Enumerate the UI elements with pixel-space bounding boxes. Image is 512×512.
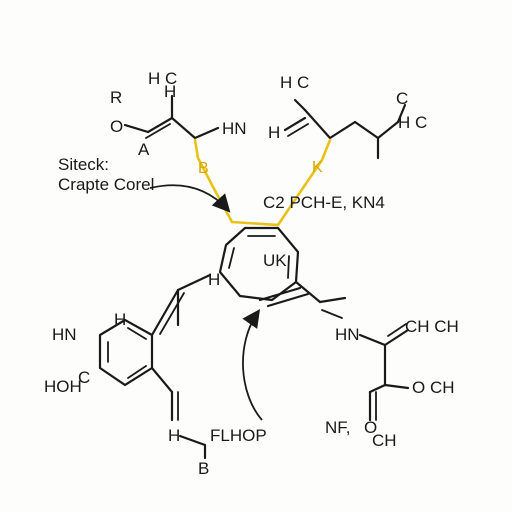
bond-br-7 [368, 383, 387, 394]
label-uk: UK [263, 251, 287, 270]
bond-o-a [123, 123, 150, 134]
label-h-center: H [208, 270, 220, 289]
bond-tr-3 [353, 120, 380, 140]
label-o: O [110, 117, 123, 136]
label-hc2-tr: H C [398, 113, 427, 132]
label-h-tl: H [164, 82, 176, 101]
bond-tr-4 [376, 120, 400, 140]
bond-down-3 [178, 434, 207, 447]
ring-exit-5 [321, 309, 343, 319]
annotation-line2: Crapte Corel [58, 175, 154, 194]
bond-ring-up [150, 288, 180, 337]
ring-exit-3 [294, 280, 322, 304]
label-hoh: HOH [44, 377, 82, 396]
fragment-bottom-left [98, 273, 212, 460]
ring-exit-4 [318, 296, 347, 304]
bond-to-hn [193, 126, 220, 140]
label-hc-tr: H C [280, 73, 309, 92]
central-ring [218, 226, 347, 319]
bond-br-1 [358, 333, 387, 347]
label-h-bl: H [114, 310, 126, 329]
highlight-bonds [193, 138, 332, 227]
bond-ring-up-double [159, 292, 185, 335]
label-k-yellow: K [312, 159, 323, 176]
label-flhop: FLHOP [210, 426, 267, 445]
bond-br-4 [383, 383, 410, 390]
ring-exit-2 [266, 292, 310, 308]
label-ch-br: CH [372, 431, 397, 450]
bond-h-tr [283, 116, 307, 132]
bond-ring-down [150, 366, 174, 394]
bond-tr-2 [328, 120, 357, 140]
label-hn-bl: HN [52, 325, 77, 344]
label-h-tr: H [268, 123, 280, 142]
label-formula: C2 PCH-E, KN4 [263, 193, 385, 212]
label-chh: CH CH [405, 317, 459, 336]
benzene-inner-2 [127, 365, 147, 379]
bond-a-c-double [145, 123, 171, 139]
label-nf: NF, [325, 418, 351, 437]
label-hn-br: HN [335, 325, 360, 344]
bond-br-3-double [387, 323, 407, 337]
label-c-tr: C [396, 89, 408, 108]
ring-exit-1 [258, 286, 302, 302]
label-och-br: O CH [412, 378, 455, 397]
highlight-left [193, 138, 234, 224]
fragment-bottom-right [358, 323, 410, 422]
label-hn-tl: HN [222, 119, 247, 138]
label-b-yellow: B [198, 160, 209, 177]
bond-tr-1 [303, 108, 332, 140]
ring-outline [218, 226, 300, 302]
label-b-bl: B [198, 459, 209, 478]
highlight-ring-top [230, 220, 280, 227]
fragment-top-left [123, 94, 220, 140]
label-a: A [138, 140, 150, 159]
bond-to-center [176, 273, 212, 292]
bond-br-3 [383, 328, 410, 347]
label-o-br: O [364, 418, 377, 437]
bond-tr-6 [396, 103, 407, 124]
arrow-bottom [242, 309, 263, 421]
label-c-bl: C [78, 368, 90, 387]
label-hc-tl: H C [148, 69, 177, 88]
bond-c-down [170, 116, 197, 140]
benzene-inner-3 [127, 327, 147, 340]
label-r: R [110, 88, 122, 107]
ring-inner-3 [228, 247, 235, 269]
fragment-top-right [283, 98, 407, 160]
highlight-right [276, 138, 332, 227]
bond-h-tr-double [287, 123, 309, 137]
bond-a-c [146, 116, 174, 134]
bond-hc-tr [293, 98, 307, 112]
label-h2-bl: H [168, 426, 180, 445]
ring-inner-2 [287, 255, 290, 279]
arrow-annotation [149, 184, 231, 213]
annotation-line1: Siteck: [58, 155, 109, 174]
